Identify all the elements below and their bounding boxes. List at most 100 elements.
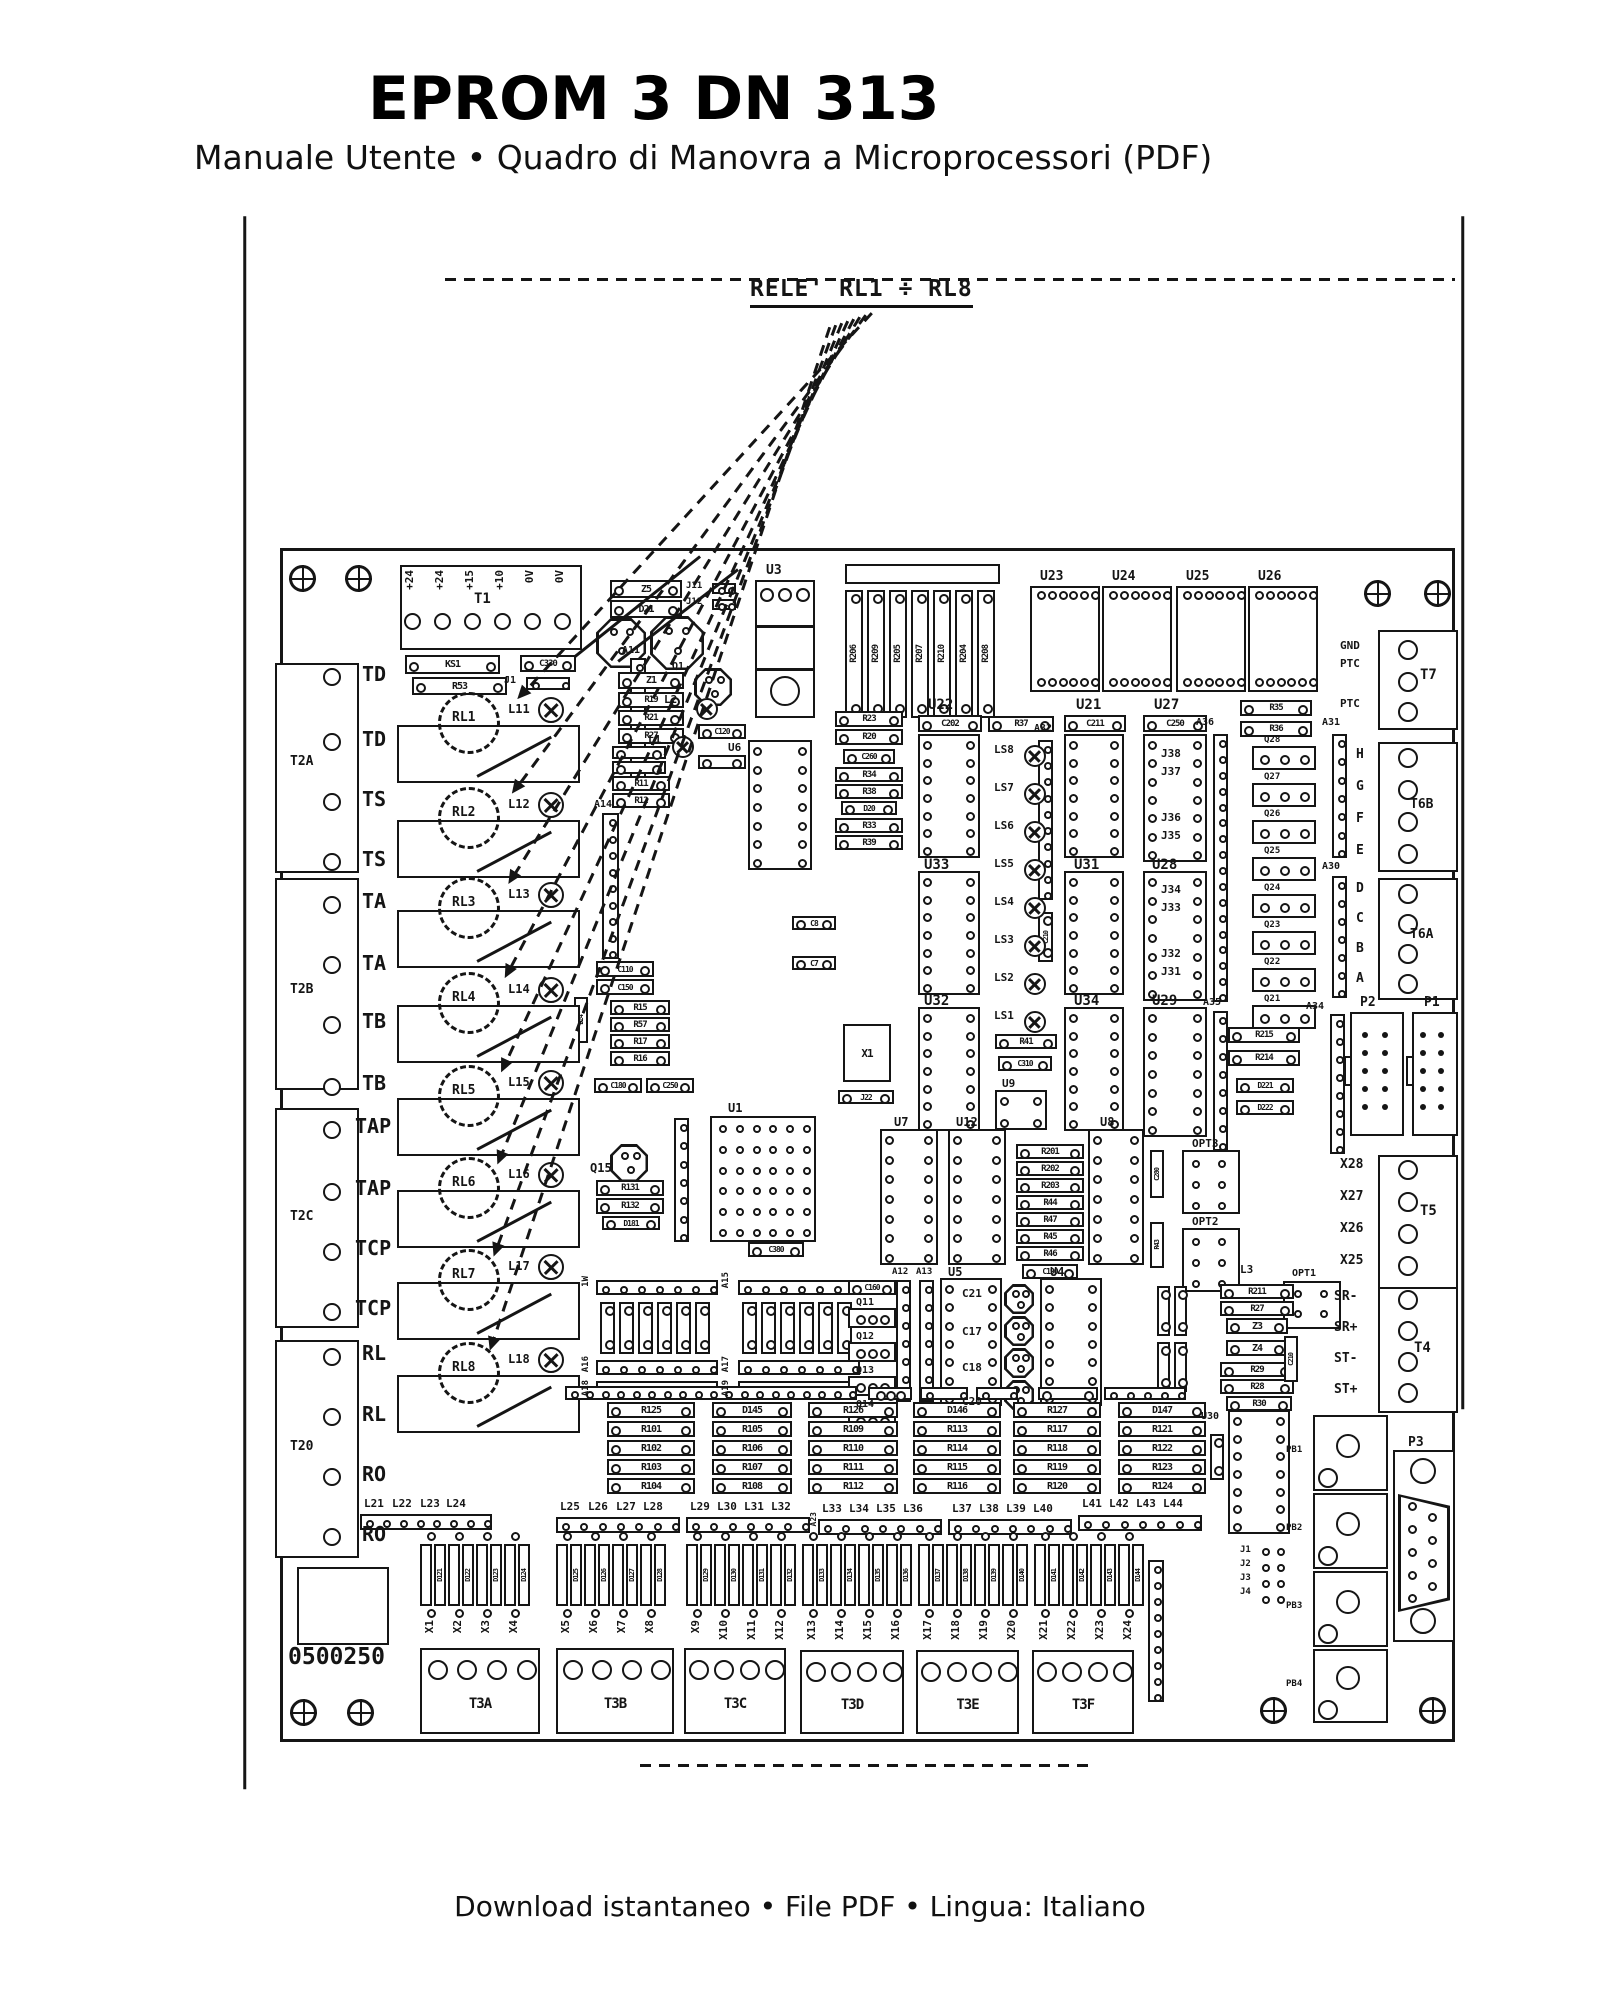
pin-strip <box>1078 1515 1202 1531</box>
part-label: R27 <box>644 731 658 741</box>
scan-border-left <box>243 216 247 1790</box>
connector-p1 <box>1412 1012 1458 1136</box>
text-label: X5 <box>559 1620 572 1634</box>
part-box <box>848 1342 896 1362</box>
part-label: R102 <box>640 1442 662 1454</box>
part-label: C210 <box>1287 1352 1295 1366</box>
text-label: A12 <box>892 1267 909 1277</box>
part-box <box>868 1387 912 1401</box>
part-label: R201 <box>1041 1146 1060 1157</box>
text-label: J37 <box>1161 765 1181 778</box>
text-label: PTC <box>1340 697 1360 710</box>
text-label: U8 <box>1100 1115 1115 1129</box>
part-label: R112 <box>842 1480 864 1492</box>
text-label: J4 <box>1240 1587 1251 1597</box>
part-label: D136 <box>902 1568 910 1582</box>
part-box: R205 <box>889 590 907 718</box>
led-icon <box>1024 897 1046 919</box>
text-label: X11 <box>745 1620 758 1640</box>
dip-chip-u33 <box>918 871 980 995</box>
hole <box>323 1243 341 1261</box>
text-label: A35 <box>1203 997 1222 1008</box>
hole <box>1398 812 1418 832</box>
pin-strip <box>674 1118 689 1242</box>
part-label: R27 <box>1250 1303 1264 1314</box>
part-label: R110 <box>842 1442 864 1454</box>
part-box: R28 <box>1220 1379 1294 1394</box>
relay-outline <box>438 972 500 1034</box>
text-label: OPT3 <box>1192 1137 1219 1150</box>
pin-strip <box>919 1280 934 1402</box>
part-box: C110 <box>596 961 654 977</box>
diode-pair: D139 <box>974 1532 1000 1618</box>
diode-pair: D138 <box>946 1532 972 1618</box>
text-label: L12 <box>508 797 530 811</box>
text-label: U33 <box>924 857 950 873</box>
part-label: C160 <box>864 1283 880 1292</box>
scan-noise-line <box>640 1764 1095 1767</box>
text-label: X10 <box>717 1620 730 1640</box>
part-box: R20 <box>835 729 903 745</box>
part-label: D144 <box>1134 1568 1142 1582</box>
part-label: R118 <box>1046 1442 1068 1454</box>
part-label: D129 <box>702 1568 710 1582</box>
part-label: R203 <box>1041 1180 1060 1191</box>
part-label: D147 <box>1151 1404 1173 1416</box>
text-label: LS7 <box>994 781 1014 794</box>
relay-outline <box>438 787 500 849</box>
part-label: R211 <box>1248 1286 1267 1297</box>
part-box: R45 <box>1016 1229 1084 1244</box>
part-box: R57 <box>610 1017 670 1032</box>
text-label: X18 <box>949 1620 962 1640</box>
part-label: R207 <box>915 645 925 663</box>
hole <box>1398 748 1418 768</box>
dip-chip-u27 <box>1143 734 1207 862</box>
hole <box>323 1016 341 1034</box>
text-label: U7 <box>894 1115 909 1129</box>
text-label: TD <box>362 662 387 686</box>
text-label: A31 <box>1322 717 1341 728</box>
text-label: U31 <box>1074 857 1100 873</box>
text-label: J1 <box>1240 1545 1251 1555</box>
text-label: L38 <box>979 1502 999 1515</box>
dip-chip-u25 <box>1176 586 1246 692</box>
part-label: R46 <box>1043 1248 1057 1259</box>
dip-chip-u21 <box>1064 734 1124 858</box>
part-box: R107 <box>712 1459 792 1475</box>
text-label: U30 <box>1201 1411 1220 1422</box>
optocoupler <box>1182 1150 1240 1214</box>
part-label: C250 <box>1166 718 1185 729</box>
text-label: RO <box>362 1462 387 1486</box>
diode-pair: D142 <box>1062 1532 1088 1618</box>
text-label: L26 <box>588 1500 608 1513</box>
part-label: D222 <box>1257 1103 1273 1112</box>
part-label: D142 <box>1078 1568 1086 1582</box>
text-label: P1 <box>1424 995 1440 1010</box>
text-label: U4 <box>1050 1265 1065 1279</box>
pin-strip <box>596 1360 718 1375</box>
part-label: D123 <box>492 1568 500 1582</box>
part-label: R23 <box>862 714 876 724</box>
part-label: R121 <box>1151 1423 1173 1435</box>
part-box <box>695 1302 710 1354</box>
part-box: D222 <box>1236 1100 1294 1115</box>
pin-strip <box>1330 1014 1345 1154</box>
part-label: R29 <box>1250 1364 1264 1375</box>
part-label: R11 <box>634 778 648 789</box>
part-label: R120 <box>1046 1480 1068 1492</box>
text-label: Q21 <box>1264 994 1281 1004</box>
text-label: U21 <box>1076 697 1102 713</box>
part-box: R119 <box>1013 1459 1101 1475</box>
part-label: R210 <box>937 645 947 663</box>
dip-chip-u6 <box>748 740 812 870</box>
text-label: +24 <box>403 570 416 590</box>
part-box <box>848 1308 896 1328</box>
part-label: D143 <box>1106 1568 1114 1582</box>
text-label: X21 <box>1037 1620 1050 1640</box>
text-label: T4 <box>1414 1340 1431 1356</box>
part-label: C211 <box>1086 718 1105 729</box>
pin-strip <box>738 1280 860 1295</box>
line <box>755 668 815 671</box>
text-label: X7 <box>615 1620 628 1634</box>
